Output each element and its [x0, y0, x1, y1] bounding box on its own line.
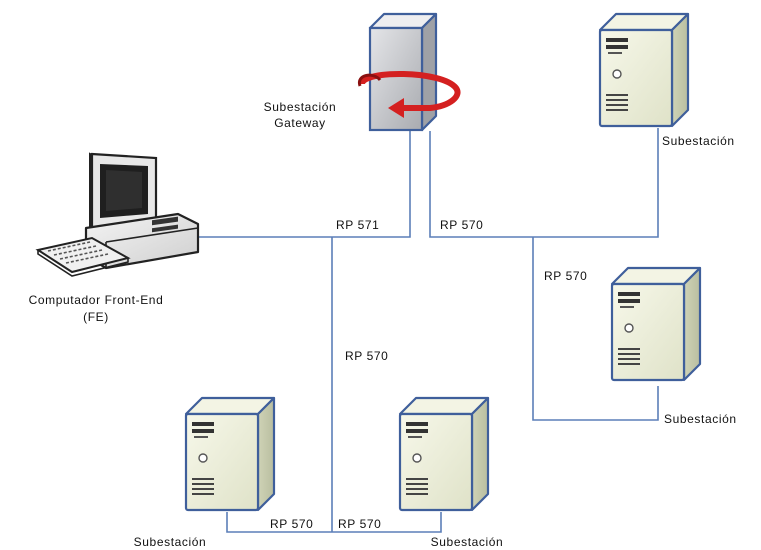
link-bottom	[226, 512, 442, 533]
link-label-bus-vertical: RP 570	[345, 349, 388, 363]
link-label-right-branch: RP 570	[544, 269, 587, 283]
link-label-gateway-right: RP 570	[440, 218, 483, 232]
link-fe-gateway	[198, 131, 411, 238]
link-label-bottom-left: RP 570	[270, 517, 313, 531]
gateway-label-line1: Subestación	[264, 100, 337, 114]
gateway-label-line2: Gateway	[274, 116, 326, 130]
link-label-bottom-mid: RP 570	[338, 517, 381, 531]
server-icon	[398, 396, 490, 512]
connection-lines	[198, 128, 659, 533]
link-right-branch	[532, 237, 659, 421]
gateway-server-icon	[357, 12, 461, 132]
front-end-label-line1: Computador Front-End	[29, 293, 164, 307]
front-end-label-line2: (FE)	[83, 310, 109, 324]
substation-label: Subestación	[664, 412, 737, 426]
substation-label: Subestación	[431, 535, 504, 549]
server-icon	[184, 396, 276, 512]
server-icon	[610, 266, 702, 382]
link-gateway-right	[429, 128, 659, 238]
desktop-computer-icon	[35, 152, 200, 277]
server-icon	[598, 12, 690, 128]
substation-label: Subestación	[662, 134, 735, 148]
link-label-fe-gateway: RP 571	[336, 218, 379, 232]
substation-label: Subestación	[134, 535, 207, 549]
